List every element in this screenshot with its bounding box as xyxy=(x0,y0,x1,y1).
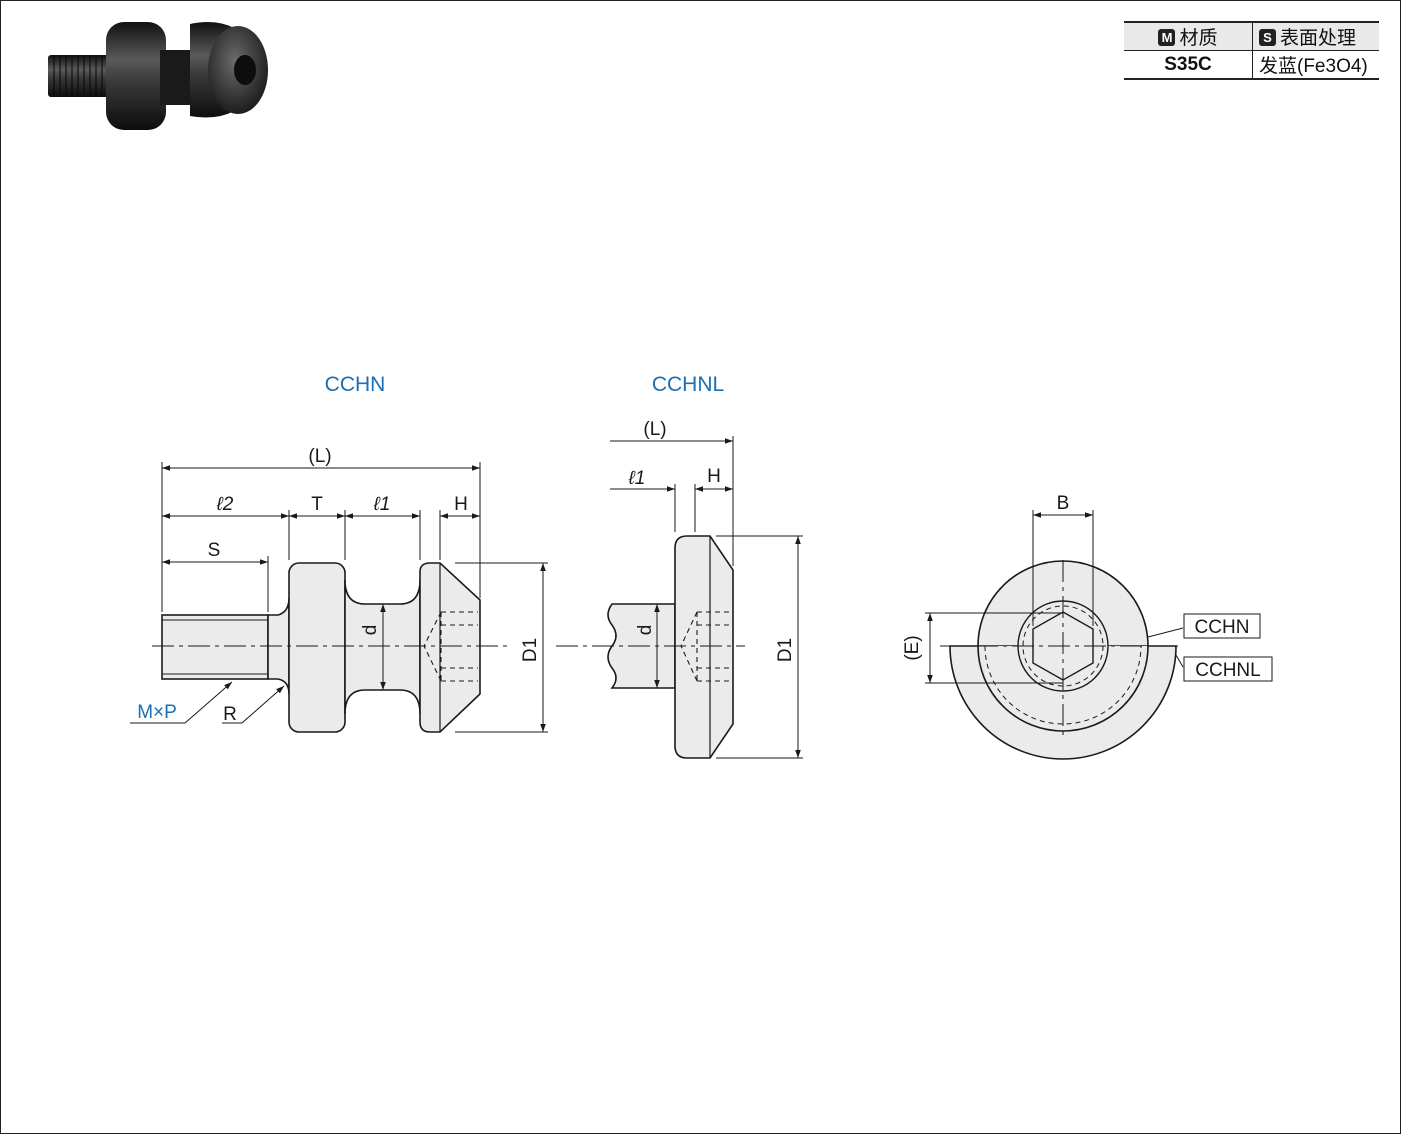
material-header: 材质 xyxy=(1179,28,1218,49)
cchn-dim-l1: ℓ1 xyxy=(373,494,391,515)
cchnl-hidden-socket xyxy=(680,611,731,682)
product-photo xyxy=(48,21,268,130)
cchn-hidden-socket xyxy=(423,611,478,682)
cchnl-dim-d: d xyxy=(635,625,656,636)
cchn-side-view xyxy=(161,562,481,733)
cchn-dim-L: (L) xyxy=(308,446,331,467)
surface-header: 表面处理 xyxy=(1280,28,1357,49)
material-badge: M xyxy=(1158,29,1176,46)
cchnl-dim-D1: D1 xyxy=(775,638,796,662)
cchn-dim-l2: ℓ2 xyxy=(216,494,234,515)
cchn-dim-T: T xyxy=(311,494,323,515)
cchn-dimension-lines xyxy=(130,462,548,733)
cchnl-dim-L: (L) xyxy=(643,419,666,440)
cchn-dim-S: S xyxy=(208,540,221,561)
cchnl-title: CCHNL xyxy=(652,373,724,396)
cchn-dim-D1: D1 xyxy=(520,638,541,662)
label-cchn: CCHN xyxy=(1195,617,1250,638)
cchnl-dim-H: H xyxy=(707,466,721,487)
label-cchnl: CCHNL xyxy=(1195,660,1260,681)
cchnl-dimension-lines xyxy=(610,436,803,759)
surface-value: 发蓝(Fe3O4) xyxy=(1252,50,1379,80)
surface-badge: S xyxy=(1259,29,1276,46)
cchn-dim-R: R xyxy=(223,704,237,725)
end-view-labels: CCHN CCHNL xyxy=(1183,613,1273,682)
cchnl-dim-l1: ℓ1 xyxy=(628,468,646,489)
cchn-dim-d: d xyxy=(360,625,381,636)
material-value: S35C xyxy=(1124,50,1253,80)
cchn-dim-MxP: M×P xyxy=(137,702,177,723)
cchnl-side-view xyxy=(607,535,734,759)
end-view-dimension-lines xyxy=(925,510,1184,735)
end-dim-B: B xyxy=(1057,493,1070,514)
end-dim-E: (E) xyxy=(902,635,923,660)
cchn-dim-H: H xyxy=(454,494,468,515)
cchn-title: CCHN xyxy=(325,373,386,396)
